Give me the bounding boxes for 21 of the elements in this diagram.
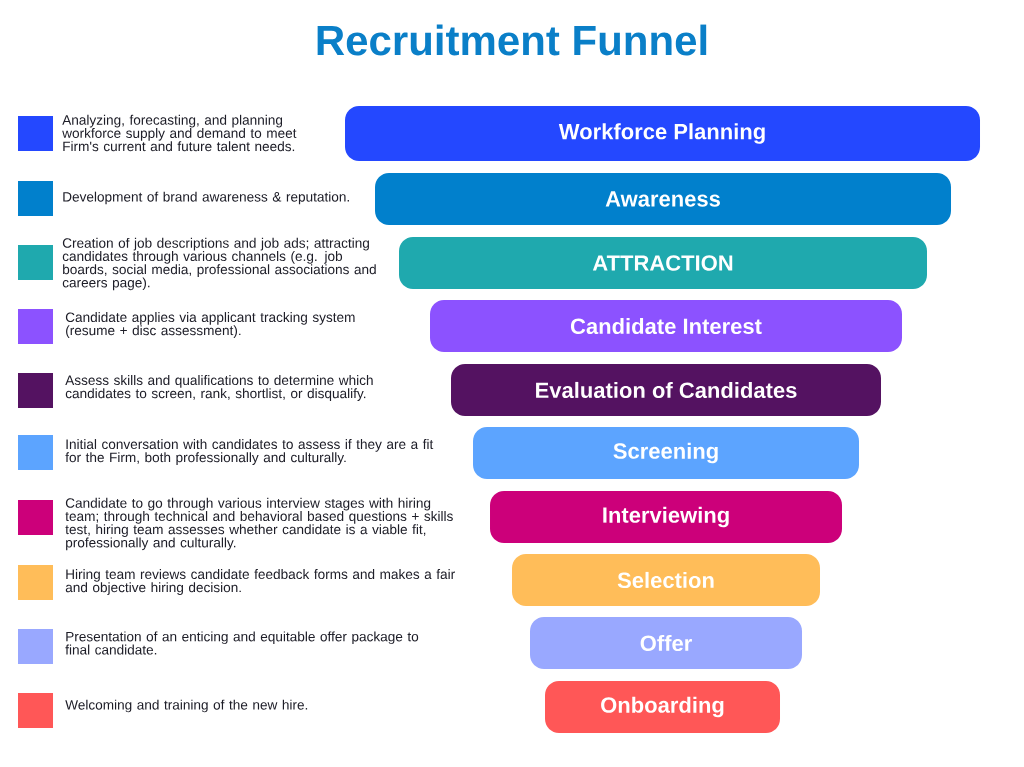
legend-text: Creation of job descriptions and job ads; attracting candidates through various channels (e.g. job boards, social media, professional associations and careers page). — [62, 237, 376, 291]
funnel-stage-bar: Evaluation of Candidates — [451, 364, 881, 416]
legend-text: Candidate applies via applicant tracking system (resume + disc assessment). — [65, 312, 355, 338]
legend-text: Hiring team reviews candidate feedback forms and makes a fair and objective hiring decision. — [65, 569, 455, 595]
funnel-stage-bar: Awareness — [375, 173, 951, 225]
legend-text: Assess skills and qualifications to determine which candidates to screen, rank, shortlist, or disqualify. — [65, 375, 373, 401]
legend-text: Candidate to go through various interview stages with hiring team; through technical and behavioral based questions + skills test, hiring team assesses whether candidate is a viable fit, professionally and culturally. — [65, 497, 453, 551]
legend-text: Analyzing, forecasting, and planning workforce supply and demand to meet Firm's current and future talent needs. — [62, 114, 297, 152]
legend-text: Welcoming and training of the new hire. — [65, 699, 308, 713]
funnel-stage-bar: Selection — [512, 554, 820, 606]
funnel-stage-bar: Workforce Planning — [345, 106, 980, 161]
legend-text: Development of brand awareness & reputation. — [63, 191, 349, 205]
funnel-stage-bar: Screening — [473, 427, 859, 479]
legend-text: Initial conversation with candidates to assess if they are a fit for the Firm, both professionally and culturally. — [65, 439, 434, 465]
title: Recruitment Funnel — [317, 24, 707, 56]
legend-text: Presentation of an enticing and equitable offer package to final candidate. — [65, 631, 419, 655]
funnel-stage-bar: Candidate Interest — [430, 300, 902, 352]
funnel-stage-bar: Onboarding — [545, 681, 780, 733]
funnel-stage-bar: Interviewing — [490, 491, 842, 543]
funnel-stage-bar: Offer — [530, 617, 802, 669]
funnel-stage-bar: ATTRACTION — [399, 237, 927, 289]
